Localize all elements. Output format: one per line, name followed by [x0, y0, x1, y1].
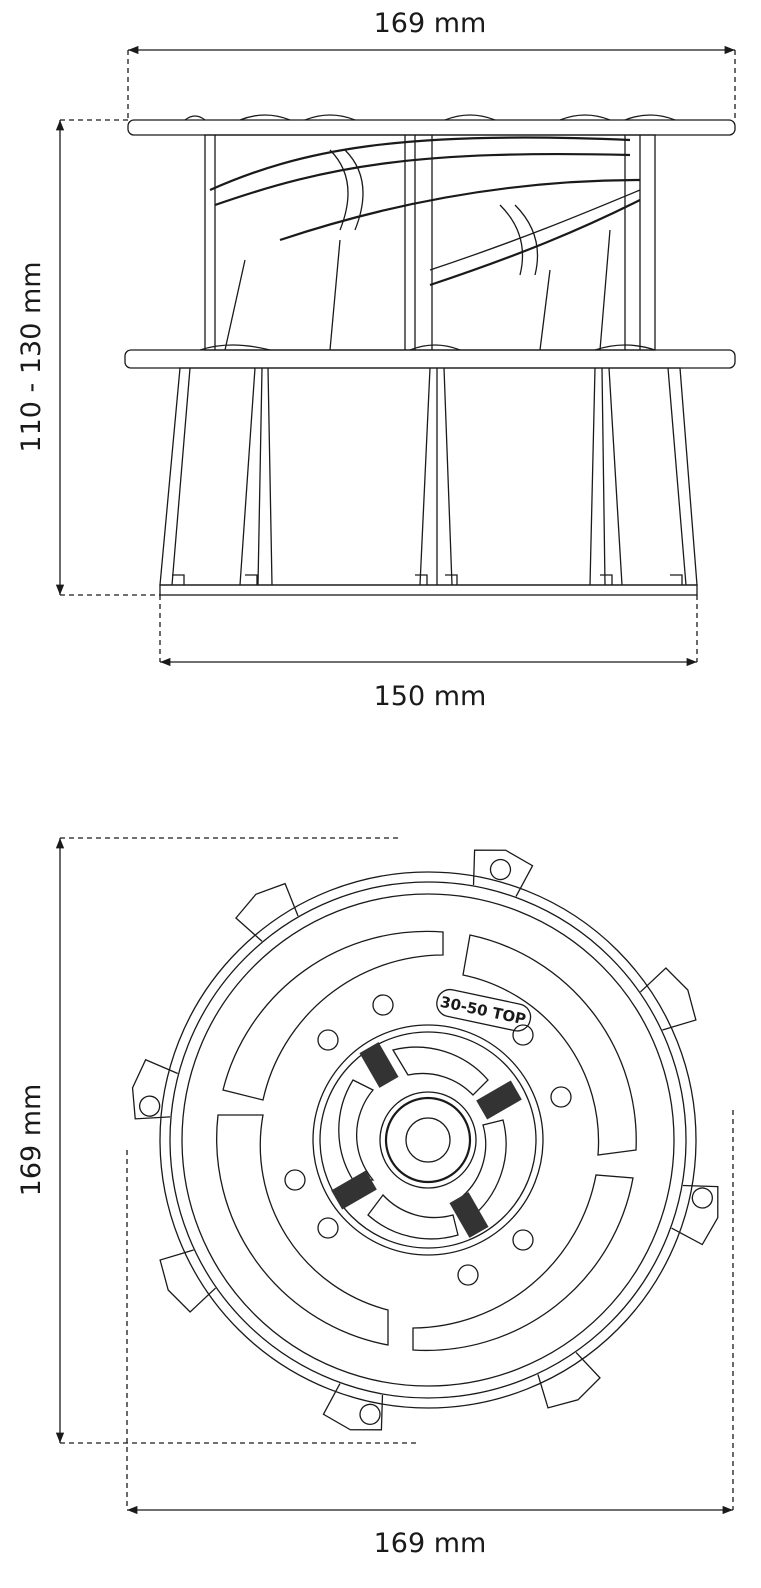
top-plate: [127, 114, 736, 136]
dimension-label: 169 mm: [16, 1084, 47, 1197]
dimension-top-view-height: 169 mm: [16, 837, 420, 1444]
svg-text:30-50 TOP: 30-50 TOP: [439, 993, 528, 1029]
pedestal-top-plan: 30-50 TOP: [131, 849, 719, 1431]
side-view: 169 mm 110 - 130 mm 150 mm: [16, 8, 736, 712]
dimension-top-view-width: 169 mm: [126, 1110, 734, 1559]
middle-plate: [124, 344, 736, 369]
dimension-top-width: 169 mm: [127, 8, 736, 120]
dimension-height: 110 - 130 mm: [16, 119, 160, 596]
dimension-label: 169 mm: [374, 1528, 487, 1559]
dimension-label: 150 mm: [374, 681, 487, 712]
top-view: 169 mm 169 mm: [16, 837, 734, 1559]
dimension-base-width: 150 mm: [159, 595, 698, 712]
upper-body: [204, 134, 656, 351]
dimension-label: 169 mm: [374, 8, 487, 39]
dimension-label: 110 - 130 mm: [16, 261, 47, 452]
base-cone: [159, 367, 698, 596]
